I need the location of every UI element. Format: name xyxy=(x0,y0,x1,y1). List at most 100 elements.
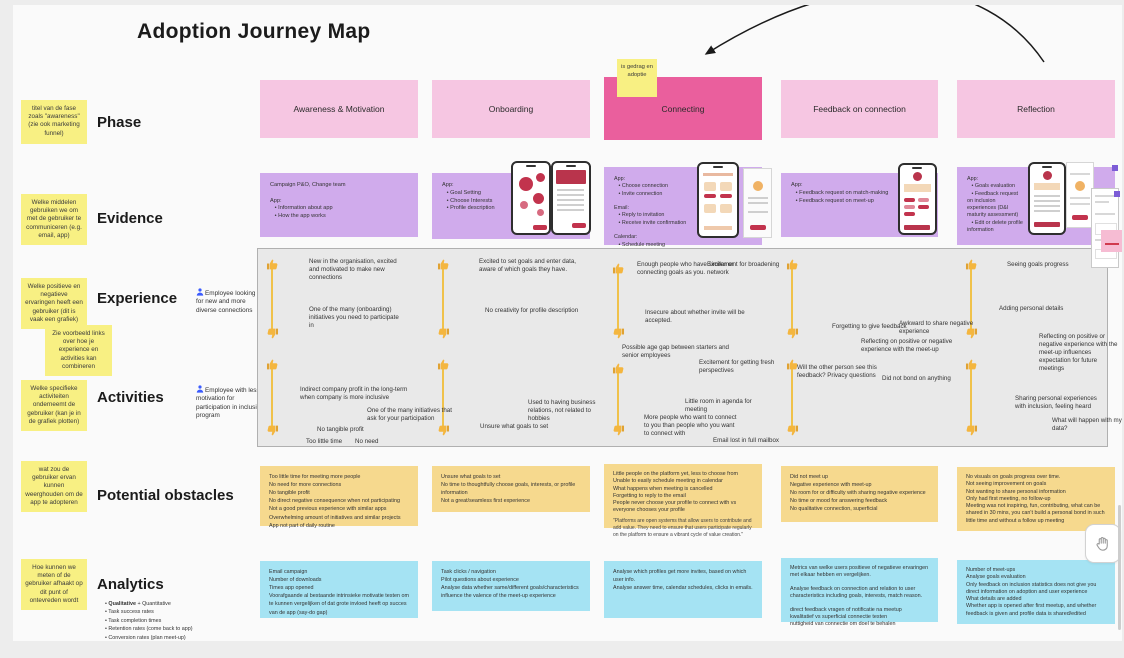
phone-mockup-invite[interactable] xyxy=(697,162,739,238)
phone-mockup-goal-detail[interactable] xyxy=(551,161,591,235)
thumbs-down-icon[interactable] xyxy=(612,424,625,437)
journey-note[interactable]: Enough people who have similar or connec… xyxy=(637,261,734,277)
screen-shape xyxy=(904,205,915,209)
thumbs-down-icon[interactable] xyxy=(786,327,799,340)
row-label-evidence[interactable]: Evidence xyxy=(97,210,163,227)
journey-note[interactable]: Seeing goals progress xyxy=(1007,261,1069,268)
hint-sticky-activities[interactable]: Welke specifieke activiteiten onderneemt… xyxy=(21,380,87,431)
thumbs-up-icon[interactable] xyxy=(266,258,279,271)
hint-sticky-evidence[interactable]: Welke middelen gebruiken we om met de ge… xyxy=(21,194,87,245)
journey-note[interactable]: One of the many (onboarding) initiatives… xyxy=(309,306,399,330)
journey-note[interactable]: What will happen with my data? xyxy=(1052,417,1122,433)
journey-note[interactable]: Excitement for broadening network xyxy=(707,261,780,277)
thumbs-up-icon[interactable] xyxy=(437,358,450,371)
journey-note[interactable]: Reflecting on positive or negative exper… xyxy=(861,338,953,354)
screenshot-panel-calendar[interactable] xyxy=(743,168,772,238)
journey-note[interactable]: Unsure what goals to set xyxy=(480,423,549,430)
hint-sticky-analytics[interactable]: Hoe kunnen we meten of de gebruiker afha… xyxy=(21,559,87,610)
hint-sticky-obstacles[interactable]: wat zou de gebruiker ervan kunnen weergh… xyxy=(21,461,87,512)
thumbs-up-icon[interactable] xyxy=(965,358,978,371)
thumbs-down-icon[interactable] xyxy=(786,424,799,437)
journey-note[interactable]: Excitement for getting fresh perspective… xyxy=(699,359,775,375)
journey-note[interactable]: Email lost in full mailbox xyxy=(713,437,780,444)
obstacles-card-reflection[interactable]: No visuals on goals progress over time. … xyxy=(957,467,1115,531)
analytics-card-reflection[interactable]: Number of meet-ups Analyse goals evaluat… xyxy=(957,560,1115,624)
thumbs-down-icon[interactable] xyxy=(266,327,279,340)
journey-note[interactable]: New in the organisation, excited and mot… xyxy=(309,258,397,282)
obstacles-card-awareness[interactable]: Too little time for meeting more people … xyxy=(260,466,418,529)
journey-graph-area[interactable] xyxy=(257,248,1108,447)
phase-card-reflection[interactable]: Reflection xyxy=(957,80,1115,138)
row-label-analytics[interactable]: Analytics xyxy=(97,576,164,593)
analytics-method-item: Retention rates (come back to app) xyxy=(105,625,270,633)
analytics-card-feedback[interactable]: Metrics van welke users positieve of neg… xyxy=(781,558,938,627)
evidence-card-awareness[interactable]: Campaign P&O, Change team App: • Informa… xyxy=(260,173,418,237)
hint-sticky-phase[interactable]: titel van de fase zoals "awareness" (zie… xyxy=(21,100,87,144)
thumbs-down-icon[interactable] xyxy=(437,424,450,437)
phase-card-awareness[interactable]: Awareness & Motivation xyxy=(260,80,418,138)
thumbs-up-icon[interactable] xyxy=(612,362,625,375)
thumbs-down-icon[interactable] xyxy=(965,424,978,437)
persona-note-experience[interactable]: Employee looking for new and more divers… xyxy=(196,288,262,315)
journey-note[interactable]: Reflecting on positive or negative exper… xyxy=(1039,333,1118,373)
screenshot-panel-evaluation[interactable] xyxy=(1066,162,1094,228)
screen-shape xyxy=(1075,181,1085,191)
thumbs-down-icon[interactable] xyxy=(612,327,625,340)
thumbs-up-icon[interactable] xyxy=(437,258,450,271)
journey-note[interactable]: Adding personal details xyxy=(999,305,1064,312)
phase-card-onboarding[interactable]: Onboarding xyxy=(432,80,590,138)
obstacles-card-onboarding[interactable]: Unsure what goals to set No time to thou… xyxy=(432,466,590,512)
phone-mockup-feedback[interactable] xyxy=(898,163,937,235)
thumbs-up-icon[interactable] xyxy=(965,258,978,271)
journey-note[interactable]: Will the other person see this feedback?… xyxy=(797,364,877,380)
scrollbar-thumb[interactable] xyxy=(1118,505,1121,630)
thumbs-down-icon[interactable] xyxy=(266,424,279,437)
journey-note[interactable]: Used to having business relations, not r… xyxy=(528,399,596,423)
phone-mockup-profile[interactable] xyxy=(1028,162,1066,235)
thumbs-down-icon[interactable] xyxy=(437,327,450,340)
analytics-card-connecting[interactable]: Analyse which profiles get more invites,… xyxy=(604,561,762,618)
journey-note[interactable]: No tangible profit xyxy=(317,426,364,433)
journey-note[interactable]: Too little time xyxy=(306,438,343,445)
journey-note[interactable]: Little room in agenda for meeting xyxy=(685,398,752,414)
row-label-obstacles[interactable]: Potential obstacles xyxy=(97,487,234,504)
row-label-phase[interactable]: Phase xyxy=(97,114,142,131)
journey-note[interactable]: Sharing personal experiences with inclus… xyxy=(1015,395,1097,411)
analytics-card-awareness[interactable]: Email campaign Number of downloads Times… xyxy=(260,561,418,618)
screenshot-panel-settings[interactable] xyxy=(1091,188,1119,268)
analytics-method-item: Task completion times xyxy=(105,617,270,625)
screen-shape xyxy=(1034,183,1060,190)
journey-note[interactable]: Awkward to share negative experience xyxy=(899,320,974,336)
hint-sticky-experience[interactable]: Welke positieve en negatieve ervaringen … xyxy=(21,278,87,329)
journey-axis-line xyxy=(970,268,972,332)
journey-note[interactable]: Indirect company profit in the long-term… xyxy=(300,386,408,402)
obstacles-quote: "Platforms are open systems that allow u… xyxy=(613,517,753,538)
phone-mockup-goals-bubbles[interactable] xyxy=(511,161,551,235)
journey-note[interactable]: Excited to set goals and enter data, awa… xyxy=(479,258,576,274)
journey-note[interactable]: One of the many initiatives that ask for… xyxy=(367,407,452,423)
journey-note[interactable]: Forgetting to give feedback xyxy=(832,323,907,330)
pan-tool-button[interactable] xyxy=(1085,524,1121,563)
analytics-card-onboarding[interactable]: Task clicks / navigation Pilot questions… xyxy=(432,561,590,611)
connecting-note-sticky[interactable]: is gedrag en adoptie xyxy=(617,59,657,97)
screen-shape xyxy=(748,197,768,199)
journey-note[interactable]: More people who want to connect to you t… xyxy=(644,414,737,438)
thumbs-up-icon[interactable] xyxy=(266,358,279,371)
obstacles-card-feedback[interactable]: Did not meet up Negative experience with… xyxy=(781,466,938,522)
journey-note[interactable]: Possible age gap between starters and se… xyxy=(622,344,729,360)
obstacles-card-connecting[interactable]: Little people on the platform yet, less … xyxy=(604,464,762,538)
page-title[interactable]: Adoption Journey Map xyxy=(137,20,371,43)
journey-note[interactable]: No creativity for profile description xyxy=(485,307,579,314)
row-label-experience[interactable]: Experience xyxy=(97,290,178,307)
screen-shape xyxy=(918,198,929,202)
thumbs-up-icon[interactable] xyxy=(612,262,625,275)
hint-sticky-example[interactable]: Zie voorbeeld links over hoe je experien… xyxy=(45,325,112,376)
phase-card-feedback[interactable]: Feedback on connection xyxy=(781,80,938,138)
persona-note-activities[interactable]: Employee with less motivation for partic… xyxy=(196,385,266,420)
journey-note[interactable]: Insecure about whether invite will be ac… xyxy=(645,309,745,325)
analytics-methods-list[interactable]: Qualitative + Quantitative Task success … xyxy=(105,600,270,642)
row-label-activities[interactable]: Activities xyxy=(97,389,164,406)
journey-note[interactable]: No need xyxy=(355,438,379,445)
journey-note[interactable]: Did not bond on anything xyxy=(882,375,951,382)
